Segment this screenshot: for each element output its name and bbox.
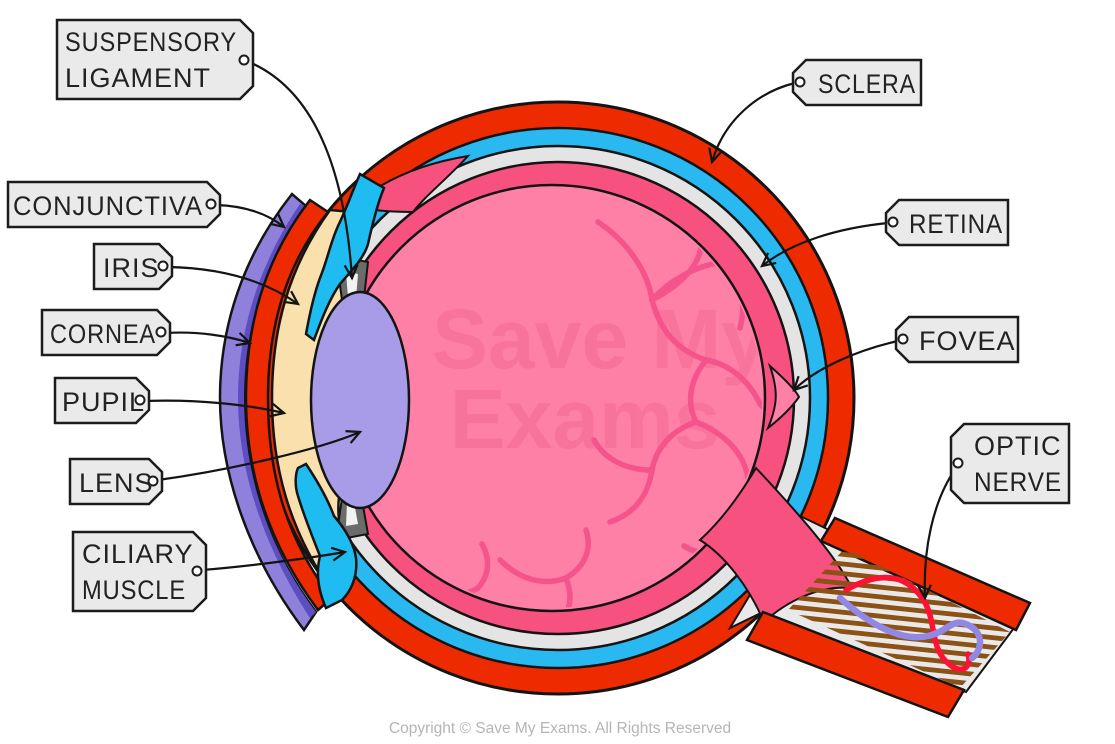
optic-nerve-wall-bottom [745, 610, 966, 719]
tag-hole [191, 565, 203, 577]
label-cornea: CORNEA [50, 319, 156, 349]
leader-sclera [708, 81, 797, 165]
label-pupil: PUPIL [62, 387, 145, 417]
tag-shape [40, 308, 172, 357]
leader-pupil [143, 399, 287, 418]
label-suspensory-line1: SUSPENSORY [65, 27, 237, 57]
label-ciliary-line2: MUSCLE [82, 575, 186, 605]
copyright-text: Copyright © Save My Exams. All Rights Re… [389, 720, 731, 737]
label-iris: IRIS [103, 253, 160, 283]
label-retina: RETINA [909, 209, 1003, 239]
label-lens: LENS [79, 468, 154, 498]
leader-iris [166, 265, 301, 306]
label-sclera: SCLERA [818, 69, 916, 99]
tag-shape [884, 198, 1010, 247]
tag-shape [949, 422, 1071, 505]
label-ciliary-line1: CILIARY [82, 539, 194, 569]
watermark-line1: Save My [432, 292, 768, 386]
tag-hole [205, 198, 217, 210]
tag-optic-nerve: OPTIC NERVE [949, 422, 1071, 505]
tag-iris: IRIS [92, 242, 174, 291]
tag-hole [887, 216, 899, 228]
tag-hole [238, 54, 250, 66]
leader-suspensory-ligament [247, 60, 359, 281]
leader-conjunctiva [214, 203, 286, 229]
tag-ciliary-muscle: CILIARY MUSCLE [71, 530, 208, 613]
leader-lens [156, 430, 363, 482]
tag-hole [952, 457, 964, 469]
tag-shape [894, 315, 1020, 364]
label-optic-line2: NERVE [974, 467, 1062, 497]
tag-shape [92, 242, 174, 291]
tag-pupil: PUPIL [53, 376, 151, 425]
tag-sclera: SCLERA [791, 58, 923, 107]
leader-retina [760, 221, 890, 268]
tag-hole [157, 260, 169, 272]
tag-hole [155, 326, 167, 338]
leader-optic-nerve [916, 466, 958, 601]
leader-ciliary-muscle [200, 546, 348, 572]
tag-lens: LENS [68, 457, 164, 506]
watermark-line2: Exams [450, 372, 721, 466]
ciliary-body-top [304, 172, 386, 343]
tag-fovea: FOVEA [894, 315, 1020, 364]
tag-conjunctiva: CONJUNCTIVA [6, 180, 222, 229]
tag-shape [71, 530, 208, 613]
tag-shape [55, 18, 255, 101]
tag-hole [147, 475, 159, 487]
nerve-vessel-red [843, 574, 972, 672]
nerve-vessel-purple [836, 594, 984, 662]
tag-retina: RETINA [884, 198, 1010, 247]
label-suspensory-line2: LIGAMENT [65, 63, 211, 93]
tag-shape [6, 180, 222, 229]
tag-shape [791, 58, 923, 107]
tag-suspensory-ligament: SUSPENSORY LIGAMENT [55, 18, 255, 101]
label-conjunctiva: CONJUNCTIVA [13, 191, 203, 221]
nerve-fibers [788, 548, 1010, 688]
leader-lines [143, 60, 958, 601]
tag-shape [53, 376, 151, 425]
label-optic-line1: OPTIC [974, 431, 1062, 461]
tag-hole [134, 394, 146, 406]
tag-shape [68, 457, 164, 506]
ciliary-body-bottom [294, 462, 358, 610]
lens-body [309, 290, 411, 510]
label-fovea: FOVEA [919, 326, 1016, 356]
leader-cornea [164, 331, 253, 347]
tag-cornea: CORNEA [40, 308, 172, 357]
fovea-notch [765, 362, 801, 432]
leader-fovea [792, 339, 900, 392]
tag-hole [897, 333, 909, 345]
tag-hole [794, 76, 806, 88]
